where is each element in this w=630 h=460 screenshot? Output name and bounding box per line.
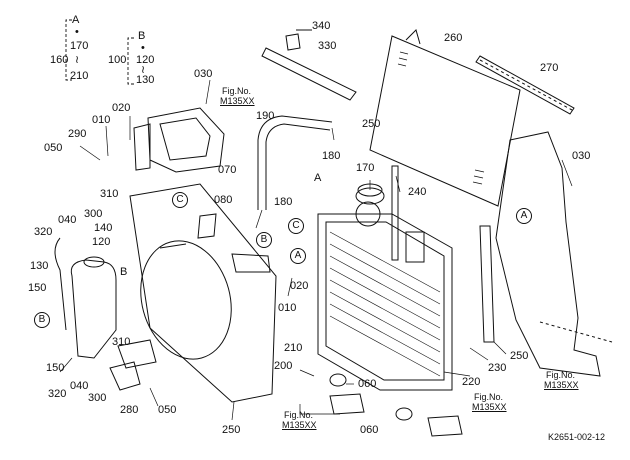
marker-c-left: C — [172, 192, 188, 208]
legend-b-120: 120 — [136, 54, 155, 66]
marker-a-right: A — [516, 208, 532, 224]
figno-label-bot: Fig.No. — [284, 410, 314, 420]
callout-250-bot: 250 — [222, 424, 241, 436]
callout-250-right: 250 — [510, 350, 529, 362]
leader-lines — [59, 79, 573, 421]
letter-a-radiator: A — [314, 172, 322, 184]
callout-320-bot: 320 — [48, 388, 67, 400]
figno-ref-top: M135XX — [220, 96, 255, 106]
frame-right — [495, 131, 613, 377]
figno-ref-br: M135XX — [472, 402, 507, 412]
callout-310-top: 310 — [100, 188, 119, 200]
callout-240: 240 — [408, 186, 427, 198]
callout-330: 330 — [318, 40, 337, 52]
callout-050-top: 050 — [44, 142, 63, 154]
callout-010-mid: 010 — [278, 302, 297, 314]
legend-b-130: 130 — [136, 74, 155, 86]
callout-060-bot: 060 — [360, 424, 379, 436]
callout-040-bot: 040 — [70, 380, 89, 392]
callout-310-bot: 310 — [112, 336, 131, 348]
marker-b-mid: B — [256, 232, 272, 248]
callout-250-top: 250 — [362, 118, 381, 130]
callout-050-bot: 050 — [158, 404, 177, 416]
callout-230: 230 — [488, 362, 507, 374]
callout-300-bot: 300 — [88, 392, 107, 404]
callout-290: 290 — [68, 128, 87, 140]
callout-040-top: 040 — [58, 214, 77, 226]
figno-ref-bot: M135XX — [282, 420, 317, 430]
legend-a-210: 210 — [70, 70, 89, 82]
marker-a-mid: A — [290, 248, 306, 264]
callout-320-top: 320 — [34, 226, 53, 238]
figno-label-top: Fig.No. — [222, 86, 252, 96]
callout-260: 260 — [444, 32, 463, 44]
callout-030-right: 030 — [572, 150, 591, 162]
part-220-radiator — [317, 201, 453, 391]
legend-brackets — [65, 19, 134, 85]
callout-150-bot: 150 — [46, 362, 65, 374]
callout-220: 220 — [462, 376, 481, 388]
figno-ref-right: M135XX — [544, 380, 579, 390]
drawing-code: K2651-002-12 — [548, 432, 606, 442]
figno-label-br: Fig.No. — [474, 392, 504, 402]
legend-b-code: 100 — [108, 54, 127, 66]
callout-070: 070 — [218, 164, 237, 176]
callout-030-top: 030 — [194, 68, 213, 80]
part-260-panel — [369, 29, 521, 207]
callout-060-mid: 060 — [358, 378, 377, 390]
legend-a-tilde: ≀ — [75, 54, 80, 66]
figno-label-right: Fig.No. — [546, 370, 576, 380]
legend-b-dot: • — [141, 42, 145, 54]
callout-180-mid: 180 — [274, 196, 293, 208]
callout-270: 270 — [540, 62, 559, 74]
callout-020-top: 020 — [112, 102, 131, 114]
part-190-hose — [257, 115, 333, 210]
marker-c-right: C — [288, 218, 304, 234]
callout-140: 140 — [94, 222, 113, 234]
figno-leader — [299, 404, 340, 415]
callout-020-mid: 020 — [290, 280, 309, 292]
part-290-bracket — [133, 107, 225, 173]
part-060-mounts — [329, 373, 463, 437]
legend-a-170: 170 — [70, 40, 89, 52]
callout-170: 170 — [356, 162, 375, 174]
legend-a-code: 160 — [50, 54, 69, 66]
callout-150-mid: 150 — [28, 282, 47, 294]
legend-b-letter: B — [138, 30, 146, 42]
callout-190: 190 — [256, 110, 275, 122]
legend-b-tilde: ≀ — [141, 64, 146, 76]
letter-b-tank: B — [120, 266, 128, 278]
callout-130: 130 — [30, 260, 49, 272]
callout-210: 210 — [284, 342, 303, 354]
callout-120: 120 — [92, 236, 111, 248]
legend-a-letter: A — [72, 14, 80, 26]
callout-180-top: 180 — [322, 150, 341, 162]
part-120-tank — [54, 237, 117, 359]
callout-340: 340 — [312, 20, 331, 32]
part-280-bracket — [109, 339, 157, 391]
callout-010-top: 010 — [92, 114, 111, 126]
legend-a-dot: • — [75, 26, 79, 38]
part-340-330 — [261, 29, 357, 101]
marker-b-left: B — [34, 312, 50, 328]
part-270-bar — [475, 55, 575, 115]
callout-080: 080 — [214, 194, 233, 206]
part-080-shroud — [129, 183, 277, 403]
callout-200: 200 — [274, 360, 293, 372]
callout-280: 280 — [120, 404, 139, 416]
callout-300-top: 300 — [84, 208, 103, 220]
